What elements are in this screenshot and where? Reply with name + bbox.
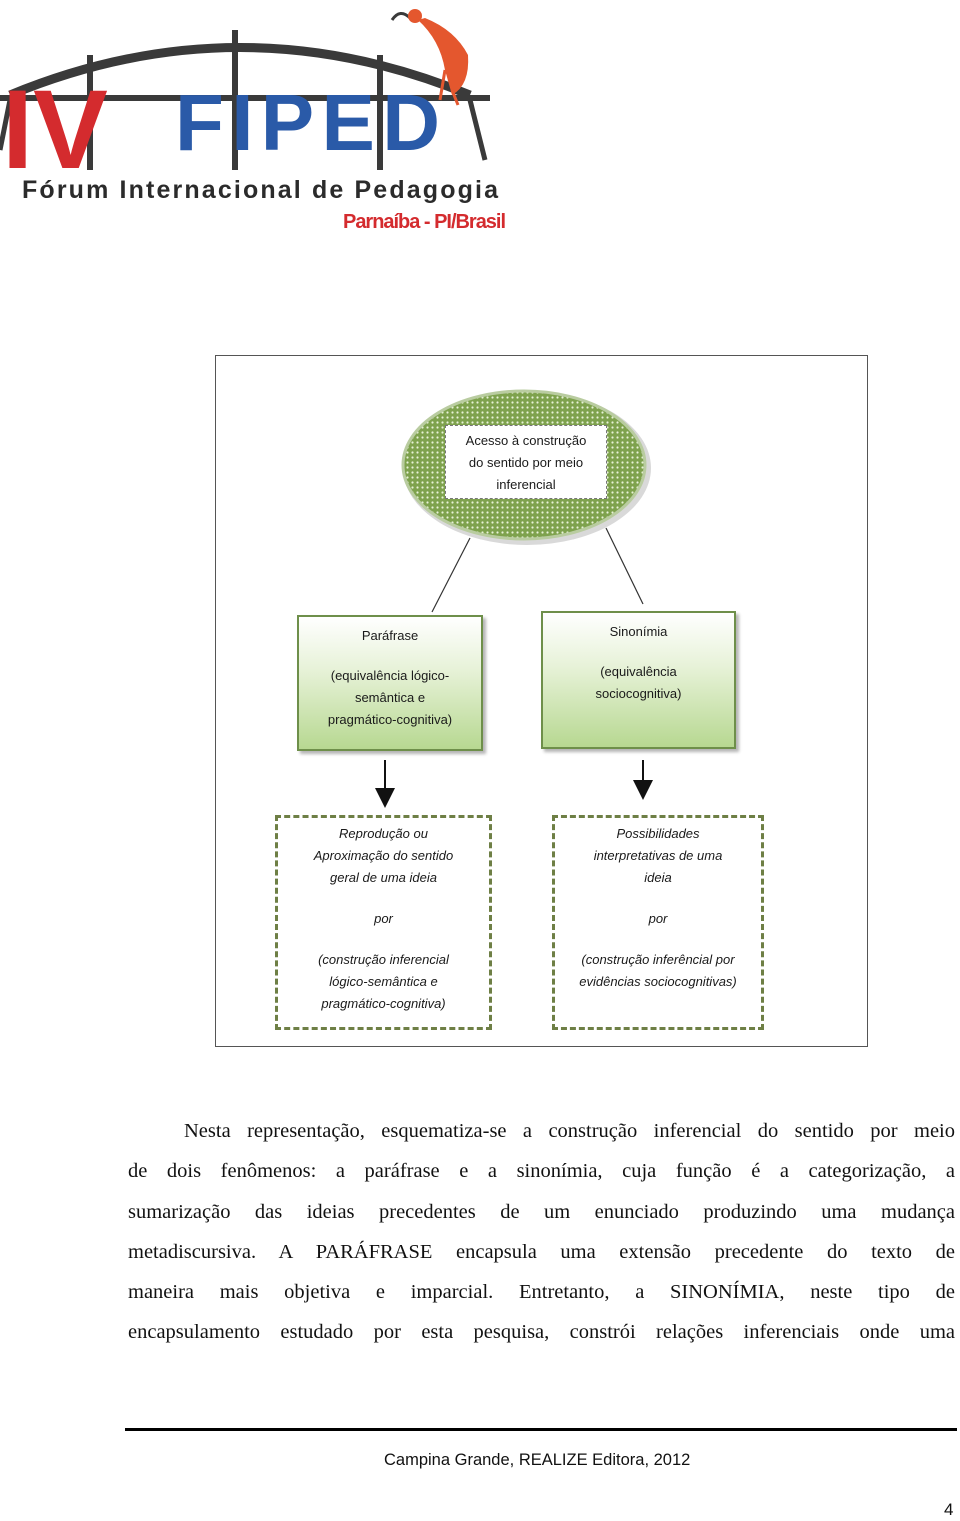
paragraph-line-1: Nesta representação, esquematiza-se a co… [184,1120,955,1142]
paragraph-line-3: sumarização das ideias precedentes de um… [128,1201,955,1223]
sinonimia-box: Sinonímia (equivalência sociocognitiva) [541,611,736,749]
ibis-bird-icon [390,9,469,106]
logo-location: Parnaíba - PI/Brasil [343,211,506,233]
paragraph-line-6: encapsulamento estudado por esta pesquis… [128,1321,955,1343]
possibilidades-heading: Possibilidades interpretativas de uma id… [593,826,723,885]
footer-publisher: Campina Grande, REALIZE Editora, 2012 [384,1451,691,1469]
page-number: 4 [944,1500,954,1519]
parafrase-box: Paráfrase (equivalência lógico- semântic… [297,615,483,751]
footer-rule [125,1428,957,1431]
paragraph-line-2: de dois fenômenos: a paráfrase e a sinon… [128,1160,955,1182]
sinonimia-description: (equivalência sociocognitiva) [595,664,682,701]
reproducao-heading: Reprodução ou Aproximação do sentido ger… [313,826,454,885]
parafrase-title: Paráfrase [361,628,419,643]
logo-graphic: IV FIPED Fórum Internacional de Pedagogi… [0,9,506,233]
logo-subtitle: Fórum Internacional de Pedagogia [22,176,499,204]
bridge-arch [8,43,472,100]
reproducao-box: Reprodução ou Aproximação do sentido ger… [275,815,492,1030]
logo-acronym: FIPED [175,78,440,167]
reproducao-detail: (construção inferencial lógico-semântica… [318,952,449,1011]
logo-numeral: IV [2,67,108,192]
possibilidades-por: por [648,911,668,926]
paragraph-line-5: maneira mais objetiva e imparcial. Entre… [128,1281,955,1303]
conference-logo: IV FIPED Fórum Internacional de Pedagogi… [0,0,510,240]
sinonimia-title: Sinonímia [609,624,668,639]
connector-right [605,527,644,605]
possibilidades-detail: (construção inferêncial por evidências s… [579,952,737,989]
top-node-label: Acesso à construção do sentido por meio … [445,425,607,499]
paragraph-line-4: metadiscursiva. A PARÁFRASE encapsula um… [128,1241,955,1263]
connector-left [431,537,471,613]
possibilidades-box: Possibilidades interpretativas de uma id… [552,815,764,1030]
parafrase-description: (equivalência lógico- semântica e pragmá… [327,668,453,727]
reproducao-por: por [374,911,393,926]
